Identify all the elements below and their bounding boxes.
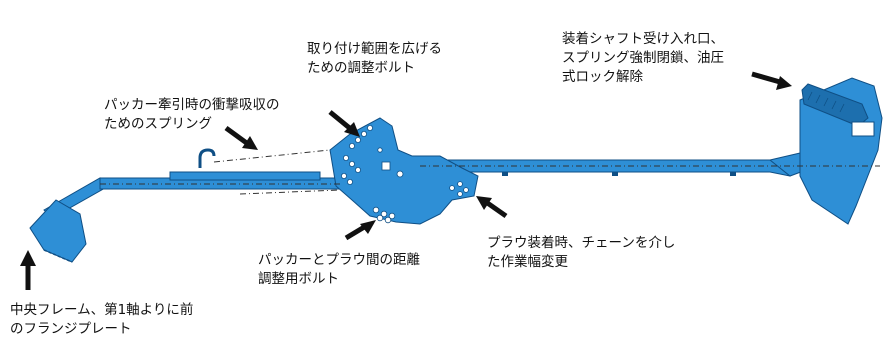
arrow-icon: [20, 71, 792, 290]
annotation-line: パッカー牽引時の衝撃吸収の: [104, 97, 280, 113]
annotation-spring: パッカー牽引時の衝撃吸収の ためのスプリング: [104, 96, 280, 134]
spring-dash-line: [213, 149, 331, 163]
annotation-flange-plate: 中央フレーム、第1軸よりに前 のフランジプレート: [10, 301, 193, 339]
flange-plate: [29, 199, 87, 263]
lower-dash-line: [239, 189, 341, 195]
annotation-line: た作業幅変更: [487, 254, 568, 270]
annotation-line: 装着シャフト受け入れ口、: [562, 31, 724, 47]
lock-release-window: [851, 121, 875, 137]
flange-break-line: [43, 249, 73, 263]
annotation-line: 調整用ボルト: [258, 271, 339, 287]
bolt-hole-icon: [340, 125, 469, 224]
handle-grip-ribs: [807, 91, 845, 113]
telescopic-tube: [169, 171, 321, 181]
annotation-line: ためのスプリング: [104, 116, 212, 132]
annotation-line: スプリング強制閉鎖、油圧: [562, 50, 724, 66]
annotation-line: 中央フレーム、第1軸よりに前: [10, 302, 194, 318]
annotation-line: プラウ装着時、チェーンを介し: [487, 235, 676, 251]
annotation-shaft-unlock: 装着シャフト受け入れ口、 スプリング強制閉鎖、油圧 式ロック解除: [562, 30, 724, 87]
central-bracket: [329, 117, 479, 225]
hydraulic-handle: [801, 83, 869, 127]
bracket-slot: [381, 161, 391, 171]
chain-hooks: [502, 172, 736, 176]
annotation-adjust-bolt: 取り付け範囲を広げる ための調整ボルト: [307, 40, 442, 78]
annotation-line: のフランジプレート: [10, 321, 132, 337]
annotation-line: 取り付け範囲を広げる: [307, 41, 442, 57]
annotation-line: 式ロック解除: [562, 69, 643, 85]
annotation-line: ための調整ボルト: [307, 60, 415, 76]
annotation-line: パッカーとプラウ間の距離: [258, 252, 420, 268]
spring-hook-icon: [198, 148, 216, 168]
annotation-width-change: プラウ装着時、チェーンを介し た作業幅変更: [487, 234, 675, 272]
annotation-distance-bolt: パッカーとプラウ間の距離 調整用ボルト: [258, 251, 420, 289]
